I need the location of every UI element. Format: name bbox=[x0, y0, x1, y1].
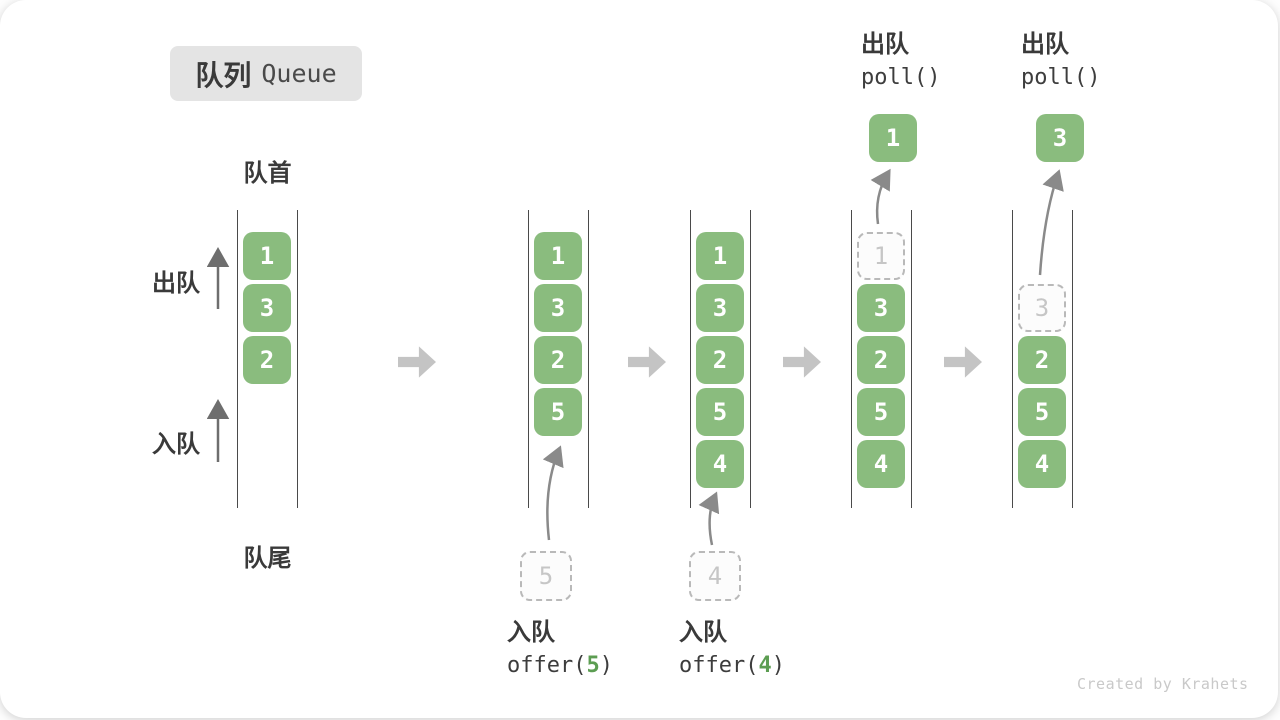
op-arg: 4 bbox=[758, 653, 772, 678]
queue-state-2: 1 3 2 5 bbox=[528, 210, 589, 508]
queue-item: 4 bbox=[1018, 440, 1066, 488]
step-arrow-icon bbox=[628, 346, 666, 378]
op-zh: 出队 bbox=[1021, 31, 1069, 58]
queue-item: 2 bbox=[696, 336, 744, 384]
label-dequeue: 出队 bbox=[152, 270, 200, 297]
queue-item: 1 bbox=[696, 232, 744, 280]
op-close: ) bbox=[599, 653, 613, 678]
incoming-item-ghost: 4 bbox=[689, 551, 741, 601]
queue-item: 1 bbox=[534, 232, 582, 280]
op-fn: offer( bbox=[507, 653, 587, 678]
queue-item-removed-ghost: 3 bbox=[1018, 284, 1066, 332]
op-zh: 入队 bbox=[679, 619, 727, 646]
label-queue-rear: 队尾 bbox=[243, 545, 292, 572]
op-arg: 5 bbox=[586, 653, 600, 678]
queue-state-1: 1 3 2 bbox=[237, 210, 298, 508]
queue-state-5: 3 2 5 4 bbox=[1012, 210, 1073, 508]
queue-item: 5 bbox=[696, 388, 744, 436]
op-code: poll() bbox=[861, 65, 941, 90]
queue-item: 3 bbox=[696, 284, 744, 332]
queue-item: 5 bbox=[857, 388, 905, 436]
op-zh: 出队 bbox=[861, 31, 909, 58]
op-label-offer-5: 入队 offer(5) bbox=[507, 616, 613, 682]
label-enqueue: 入队 bbox=[152, 431, 200, 458]
polled-item: 3 bbox=[1036, 114, 1084, 162]
op-code: offer(4) bbox=[679, 650, 785, 682]
queue-item: 5 bbox=[534, 388, 582, 436]
op-code: poll() bbox=[1021, 65, 1101, 90]
title-en: Queue bbox=[261, 59, 337, 88]
title-badge: 队列 Queue bbox=[170, 46, 362, 101]
queue-item: 2 bbox=[243, 336, 291, 384]
op-fn: offer( bbox=[679, 653, 759, 678]
watermark: Created by Krahets bbox=[1077, 675, 1249, 693]
op-label-poll-1: 出队 poll() bbox=[861, 28, 940, 94]
op-label-poll-3: 出队 poll() bbox=[1021, 28, 1100, 94]
queue-item: 2 bbox=[1018, 336, 1066, 384]
queue-item: 4 bbox=[696, 440, 744, 488]
op-label-offer-4: 入队 offer(4) bbox=[679, 616, 785, 682]
op-zh: 入队 bbox=[507, 619, 555, 646]
queue-item: 3 bbox=[857, 284, 905, 332]
queue-item: 5 bbox=[1018, 388, 1066, 436]
queue-state-4: 1 3 2 5 4 bbox=[851, 210, 912, 508]
queue-item: 4 bbox=[857, 440, 905, 488]
label-queue-front: 队首 bbox=[243, 160, 292, 187]
step-arrow-icon bbox=[783, 346, 821, 378]
incoming-item-ghost: 5 bbox=[520, 551, 572, 601]
op-code: offer(5) bbox=[507, 650, 613, 682]
queue-item: 3 bbox=[534, 284, 582, 332]
queue-item: 3 bbox=[243, 284, 291, 332]
queue-item: 2 bbox=[534, 336, 582, 384]
queue-state-3: 1 3 2 5 4 bbox=[690, 210, 751, 508]
step-arrow-icon bbox=[944, 346, 982, 378]
polled-item: 1 bbox=[869, 114, 917, 162]
queue-item: 2 bbox=[857, 336, 905, 384]
step-arrow-icon bbox=[398, 346, 436, 378]
queue-item: 1 bbox=[243, 232, 291, 280]
queue-item-removed-ghost: 1 bbox=[857, 232, 905, 280]
title-zh: 队列 bbox=[195, 59, 252, 91]
op-close: ) bbox=[771, 653, 785, 678]
